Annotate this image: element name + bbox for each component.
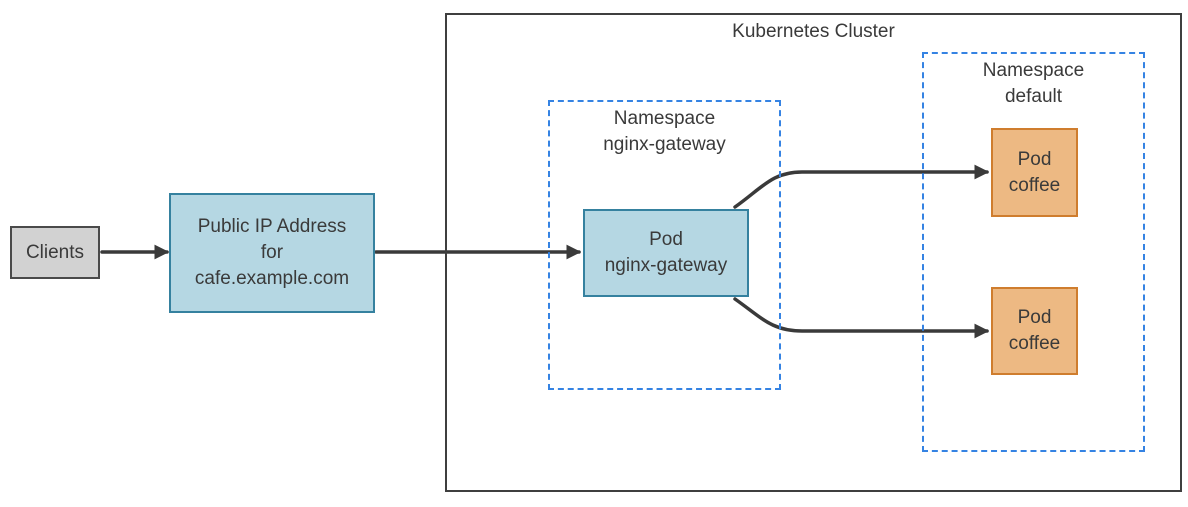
pod-coffee-1-label: Pod coffee — [1008, 148, 1061, 196]
pod-nginx-gateway-node: Pod nginx-gateway — [583, 209, 749, 297]
pod-nginx-gateway-label: Pod nginx-gateway — [604, 229, 728, 276]
pod-coffee-1-node: Pod coffee — [991, 128, 1078, 217]
kubernetes-cluster-title: Kubernetes Cluster — [732, 21, 895, 42]
public-ip-label: Public IP Address for cafe.example.com — [194, 216, 350, 289]
pod-coffee-2-label: Pod coffee — [1008, 307, 1061, 354]
clients-node: Clients — [10, 226, 100, 279]
namespace-nginx-gateway-label: Namespace nginx-gateway — [603, 108, 726, 155]
kubernetes-cluster-container: Kubernetes Cluster — [445, 13, 1182, 492]
namespace-default-container: Namespace default — [922, 52, 1145, 452]
clients-label: Clients — [25, 241, 85, 263]
public-ip-node: Public IP Address for cafe.example.com — [169, 193, 375, 313]
pod-coffee-2-node: Pod coffee — [991, 287, 1078, 375]
namespace-default-label: Namespace default — [982, 60, 1085, 107]
namespace-nginx-gateway-container: Namespace nginx-gateway — [548, 100, 781, 390]
